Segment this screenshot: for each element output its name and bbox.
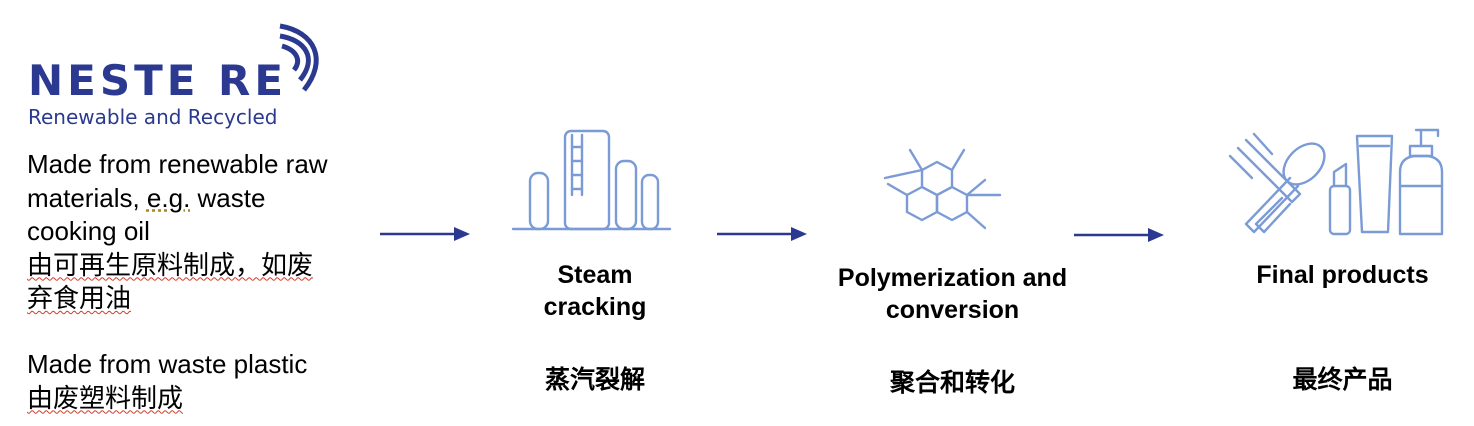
refinery-icon	[511, 129, 672, 231]
arrow-3	[1074, 228, 1164, 242]
step-final-products-zh: 最终产品	[1292, 366, 1393, 394]
waste-en: Made from waste plastic	[27, 349, 308, 379]
step-steam-cracking-zh: 蒸汽裂解	[544, 366, 645, 394]
arrow-1	[380, 227, 470, 241]
renewable-en-line3: cooking oil	[27, 216, 150, 246]
arrow-2	[717, 227, 807, 241]
step-final-products-title: Final products	[1256, 261, 1429, 289]
renewable-zh-line1: 由可再生原料制成，如废	[27, 249, 314, 280]
molecule-icon	[883, 148, 1002, 230]
eg-abbrev: e.g.	[146, 182, 191, 213]
source-renewable-text: Made from renewable raw materials, e.g. …	[27, 148, 328, 316]
step-polymerization-zh: 聚合和转化	[889, 369, 1015, 397]
renewable-zh-line2: 弃食用油	[27, 283, 132, 313]
neste-re-logo: NESTE RE Renewable and Recycled	[28, 18, 328, 138]
renewable-en-line1: Made from renewable raw	[27, 149, 328, 179]
step-polymerization-title: Polymerization and conversion	[837, 264, 1068, 324]
source-waste-text: Made from waste plastic 由废塑料制成	[27, 348, 307, 415]
logo-wordmark: NESTE RE	[28, 56, 288, 105]
waste-zh: 由废塑料制成	[27, 382, 184, 413]
renewable-en-line2: materials, e.g. waste	[27, 182, 266, 213]
logo-waves-icon	[279, 23, 319, 92]
step-steam-cracking-title: Steam cracking	[543, 261, 647, 321]
products-icon	[1228, 128, 1444, 236]
logo-tagline: Renewable and Recycled	[28, 105, 278, 129]
